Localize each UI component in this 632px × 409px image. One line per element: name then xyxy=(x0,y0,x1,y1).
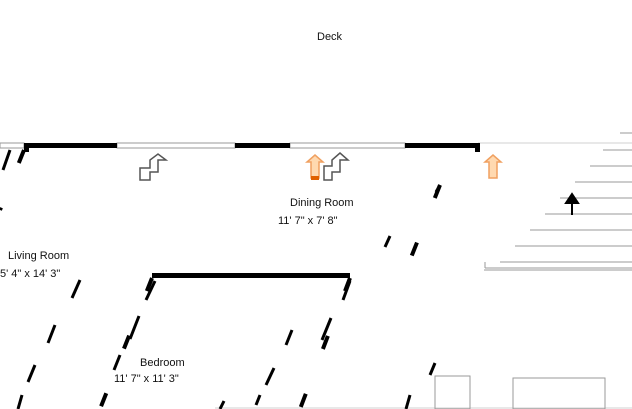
stairs xyxy=(484,132,632,271)
wall-dining-diag xyxy=(298,277,352,409)
wall-left-diag-bottom xyxy=(98,277,154,409)
dashed-walls-2 xyxy=(1,149,442,409)
arrow-mid xyxy=(323,152,350,181)
dining-room-dimensions: 11' 7" x 7' 8" xyxy=(278,215,338,227)
window-center-left xyxy=(116,142,236,149)
dining-room-label: Dining Room xyxy=(290,197,354,209)
wall-center-diag xyxy=(408,184,442,261)
walls xyxy=(24,143,480,278)
bedroom-label: Bedroom xyxy=(140,357,185,369)
deck-label: Deck xyxy=(317,31,343,43)
door-arrows xyxy=(139,152,350,181)
window-left xyxy=(0,142,25,149)
stair-arrow xyxy=(564,192,580,215)
marker-2 xyxy=(483,154,503,179)
living-room-label: Living Room xyxy=(8,250,70,262)
marker-1 xyxy=(305,154,325,179)
arrow-left xyxy=(139,153,169,181)
wall-left-diag-top xyxy=(0,149,26,211)
living-room-dimensions: 5' 4" x 14' 3" xyxy=(0,268,61,280)
dashed-walls xyxy=(0,149,442,409)
bottom-fixtures xyxy=(434,375,606,409)
window-center-right xyxy=(289,142,406,149)
bedroom-dimensions: 11' 7" x 11' 3" xyxy=(114,373,179,385)
marker-1-base xyxy=(311,176,319,180)
position-markers xyxy=(305,154,503,180)
